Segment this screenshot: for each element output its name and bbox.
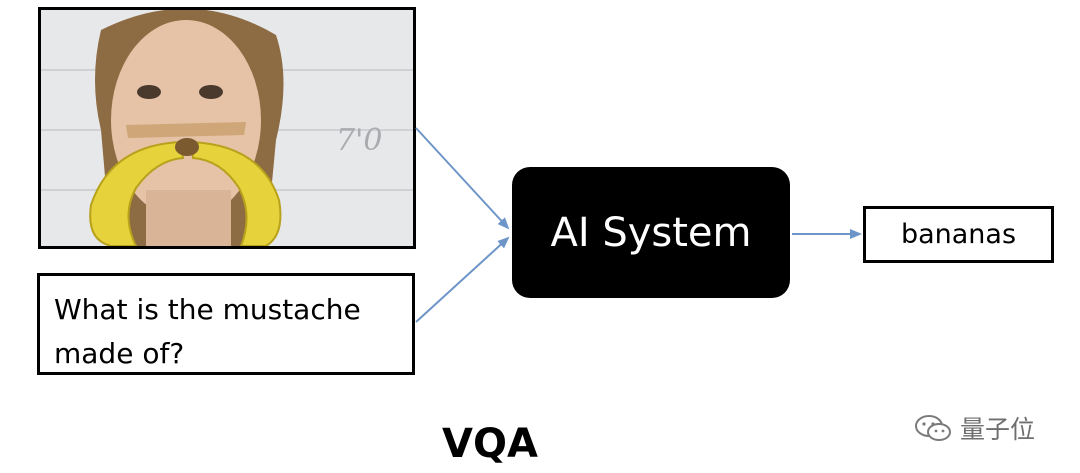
- watermark: 量子位: [914, 410, 1035, 446]
- output-answer-text: bananas: [900, 219, 1017, 250]
- ai-system-label: AI System: [550, 209, 752, 256]
- input-question-text: What is the mustache made of?: [54, 293, 361, 370]
- input-image: 7'0: [38, 7, 416, 249]
- svg-text:7'0: 7'0: [336, 123, 382, 158]
- arrow-question-to-system: [415, 236, 510, 323]
- watermark-text: 量子位: [960, 415, 1036, 444]
- wechat-icon: [915, 415, 951, 441]
- ai-system-box: AI System: [512, 167, 790, 298]
- output-answer-box: bananas: [863, 206, 1054, 263]
- input-question-box: What is the mustache made of?: [37, 273, 415, 375]
- diagram-caption: VQA: [442, 421, 538, 467]
- photo-illustration: 7'0: [41, 10, 413, 246]
- arrow-image-to-system: [415, 127, 510, 230]
